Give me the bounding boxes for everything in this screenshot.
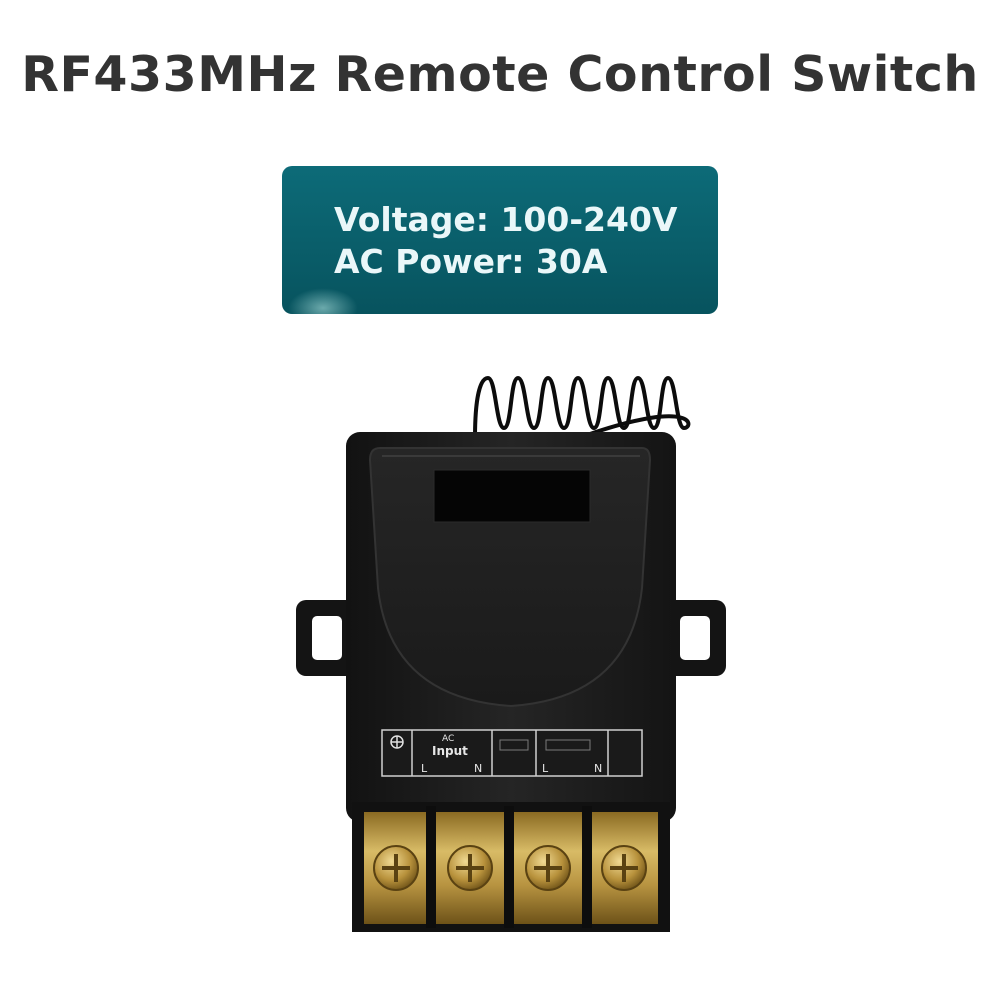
terminal-l-text: L	[421, 762, 428, 775]
antenna-coil	[473, 375, 691, 439]
terminal-ac-text: AC	[442, 734, 454, 744]
output-l-text: L	[542, 762, 549, 775]
spec-panel: Voltage: 100-240V AC Power: 30A	[282, 166, 718, 314]
mounting-ear-left	[296, 600, 356, 676]
relay-switch-photo: AC Input L N L N	[296, 375, 726, 932]
output-n-text: N	[594, 762, 602, 775]
power-spec: AC Power: 30A	[334, 242, 608, 281]
terminal-screw-3	[525, 845, 571, 891]
voltage-spec: Voltage: 100-240V	[334, 200, 678, 239]
terminal-label-strip: AC Input L N L N	[381, 729, 643, 777]
panel-glow	[288, 288, 358, 314]
indicator-window	[433, 469, 591, 523]
terminal-screw-4	[601, 845, 647, 891]
product-title: RF433MHz Remote Control Switch	[21, 46, 979, 103]
terminal-screw-2	[447, 845, 493, 891]
terminal-n-text: N	[474, 762, 482, 775]
mounting-ear-right	[666, 600, 726, 676]
terminal-screw-1	[373, 845, 419, 891]
terminal-input-text: Input	[432, 744, 468, 758]
